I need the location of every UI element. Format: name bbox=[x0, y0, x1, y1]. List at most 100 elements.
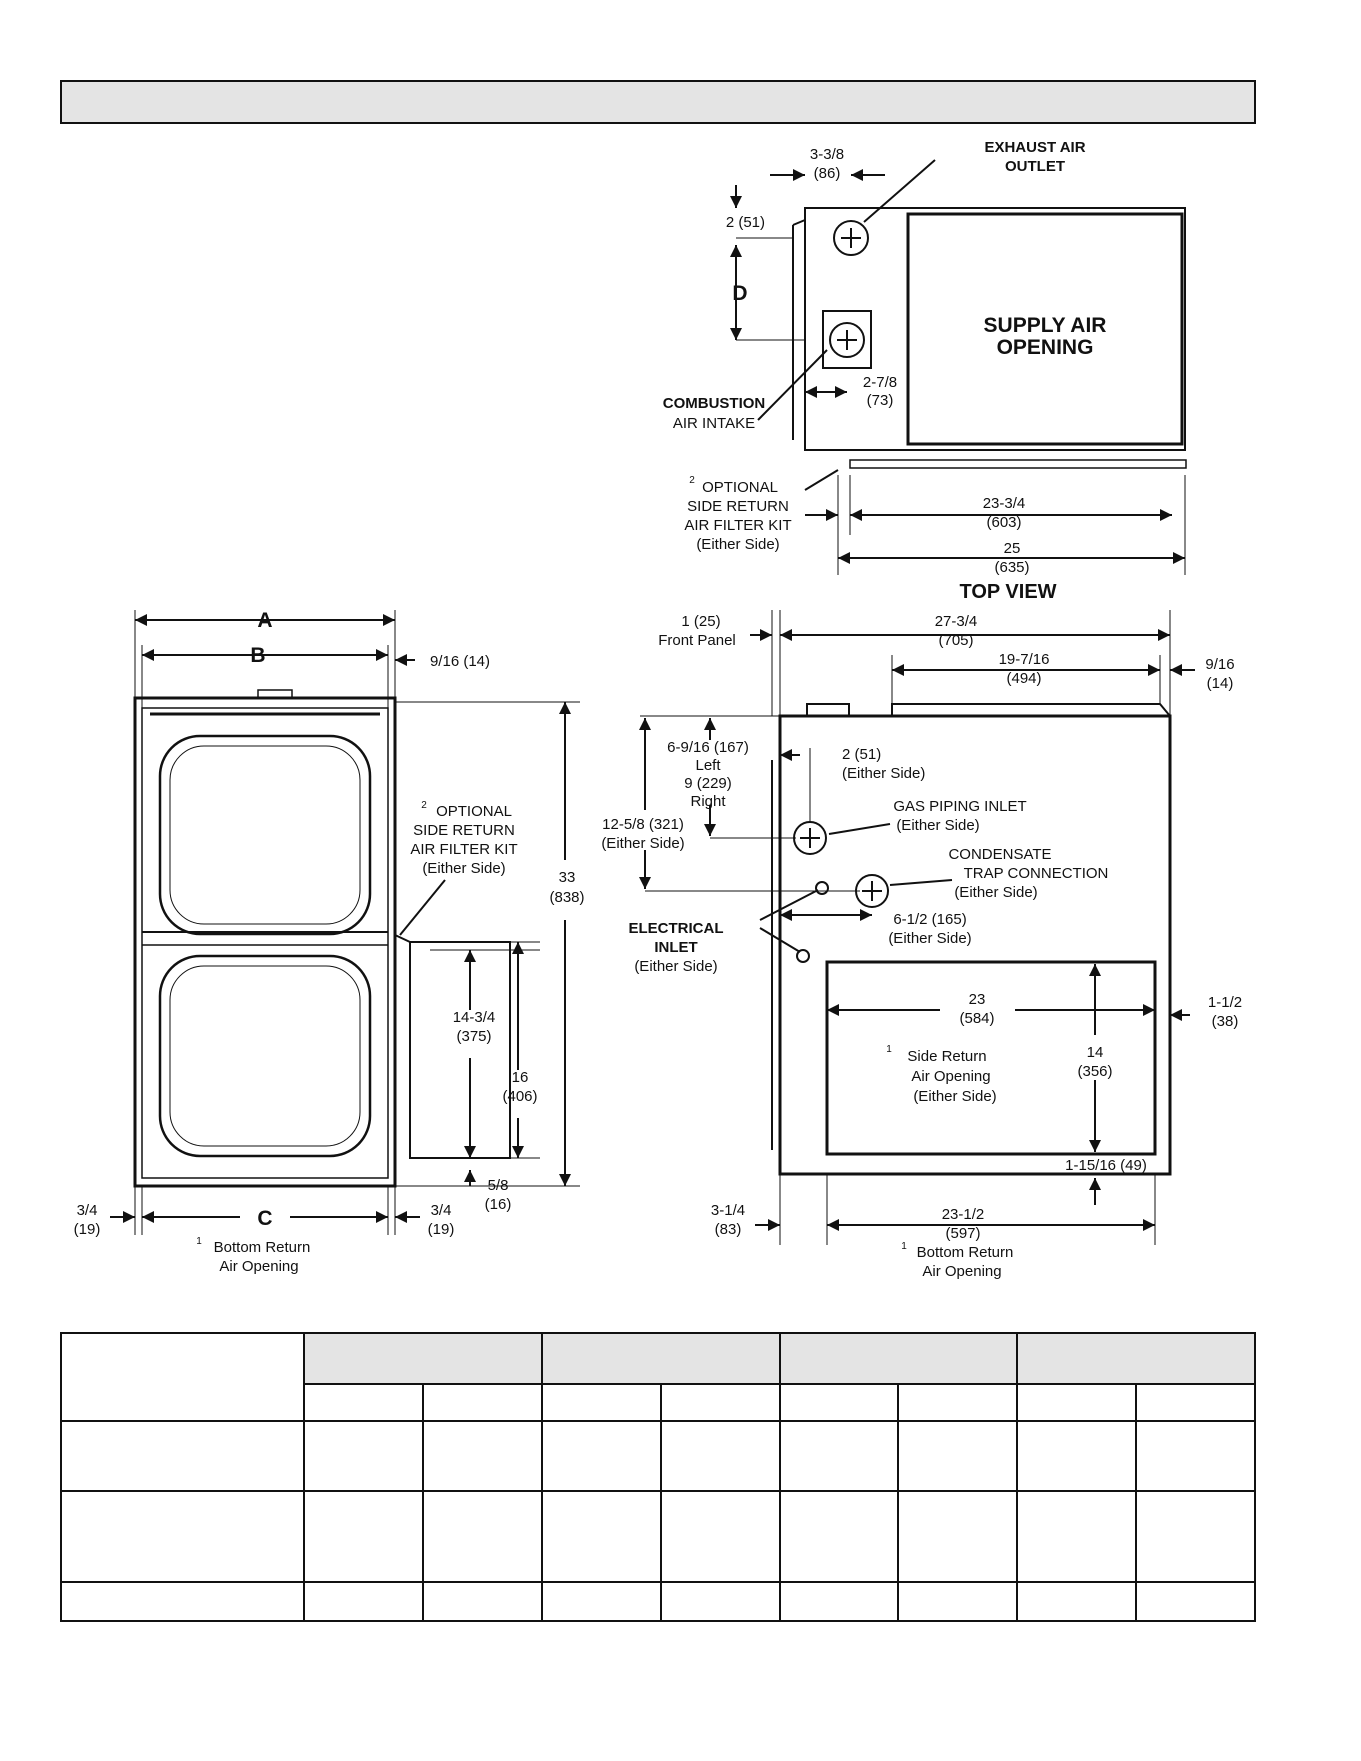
table-group-header bbox=[540, 1332, 781, 1385]
dim-1-1-2-mm: (38) bbox=[1212, 1013, 1239, 1030]
front-bottom-return-1: Bottom Return bbox=[214, 1239, 311, 1256]
condensate-label-3: (Either Side) bbox=[954, 884, 1037, 901]
dim-5-8-mm: (16) bbox=[485, 1196, 512, 1213]
dim-23: 23 bbox=[969, 991, 986, 1008]
top-view-filter-kit-outline bbox=[849, 459, 1187, 469]
dim-33: 33 bbox=[559, 869, 576, 886]
front-kit-label-4: (Either Side) bbox=[422, 860, 505, 877]
table-cell bbox=[1135, 1420, 1256, 1492]
dim-1-1-2: 1-1/2 bbox=[1208, 994, 1242, 1011]
table-cell bbox=[421, 1581, 543, 1622]
front-view-labels: A B 9/16 (14) 2 OPTIONAL SIDE RETURN AIR… bbox=[74, 609, 585, 1275]
dim-3-1-4-mm: (83) bbox=[715, 1221, 742, 1238]
front-view bbox=[110, 610, 580, 1235]
dim-25: 25 bbox=[1004, 540, 1021, 557]
table-cell bbox=[1135, 1490, 1256, 1583]
table-subheader-row bbox=[61, 1383, 1256, 1422]
dim-d: D bbox=[732, 282, 747, 305]
table-cell bbox=[1016, 1581, 1138, 1622]
table-corner-cell bbox=[60, 1332, 305, 1422]
front-kit-label-1: OPTIONAL bbox=[436, 803, 512, 820]
side-return-note: 1 bbox=[886, 1044, 892, 1055]
dim-23-mm: (584) bbox=[959, 1010, 994, 1027]
condensate-label-1: CONDENSATE bbox=[948, 846, 1051, 863]
dim-front-panel-label: Front Panel bbox=[658, 632, 736, 649]
dim-9-229: 9 (229) bbox=[684, 775, 732, 792]
dim-2-51: 2 (51) bbox=[726, 214, 765, 231]
table-cell bbox=[60, 1581, 305, 1622]
table-cell bbox=[60, 1420, 305, 1492]
dim-6-9-16-left: Left bbox=[695, 757, 721, 774]
table-subheader-cell bbox=[778, 1383, 900, 1422]
side-bottom-return-2: Air Opening bbox=[922, 1263, 1001, 1280]
dim-16-mm: (406) bbox=[502, 1088, 537, 1105]
front-cabinet-outline bbox=[133, 696, 397, 1188]
dim-3-4-left-mm: (19) bbox=[74, 1221, 101, 1238]
side-return-label-2: Air Opening bbox=[911, 1068, 990, 1085]
top-view-labels: EXHAUST AIR OUTLET 3-3/8 (86) 2 (51) D S… bbox=[663, 139, 1107, 603]
combustion-intake-plate bbox=[822, 310, 872, 369]
gas-piping-note: (Either Side) bbox=[896, 817, 979, 834]
table-cell bbox=[897, 1420, 1019, 1492]
dim-6-9-16: 6-9/16 (167) bbox=[667, 739, 749, 756]
table-row bbox=[60, 1490, 1256, 1583]
dim-3-1-4: 3-1/4 bbox=[711, 1202, 745, 1219]
side-return-filter-kit bbox=[409, 941, 511, 1159]
table-cell bbox=[1135, 1581, 1256, 1622]
dim-9-229-right: Right bbox=[690, 793, 726, 810]
side-view bbox=[639, 610, 1195, 1245]
front-kit-label-2: SIDE RETURN bbox=[413, 822, 515, 839]
dim-3-3-8-mm: (86) bbox=[814, 165, 841, 182]
dim-b: B bbox=[250, 644, 265, 667]
table-header-row bbox=[60, 1332, 1256, 1422]
table-cell bbox=[303, 1490, 424, 1583]
table-cell bbox=[778, 1581, 900, 1622]
dim-14-3-4-mm: (375) bbox=[456, 1028, 491, 1045]
table-group-header bbox=[1016, 1332, 1256, 1385]
dim-3-4-right: 3/4 bbox=[431, 1202, 452, 1219]
condensate-label-2: TRAP CONNECTION bbox=[964, 865, 1109, 882]
side-dim-9-16: 9/16 bbox=[1205, 656, 1234, 673]
supply-label-2: OPENING bbox=[997, 336, 1094, 359]
dim-3-4-right-mm: (19) bbox=[428, 1221, 455, 1238]
table-cell bbox=[421, 1420, 543, 1492]
top-kit-label-3: AIR FILTER KIT bbox=[684, 517, 791, 534]
dim-14-mm: (356) bbox=[1077, 1063, 1112, 1080]
table-cell bbox=[303, 1581, 424, 1622]
dim-12-5-8-note: (Either Side) bbox=[601, 835, 684, 852]
table-cell bbox=[897, 1581, 1019, 1622]
top-view bbox=[730, 159, 1187, 575]
dim-5-8: 5/8 bbox=[488, 1177, 509, 1194]
supply-air-opening bbox=[906, 212, 1184, 446]
lower-access-panel bbox=[158, 954, 372, 1158]
electrical-inlet-icon bbox=[815, 881, 829, 895]
dim-3-4-left: 3/4 bbox=[77, 1202, 98, 1219]
front-dim-9-16: 9/16 (14) bbox=[430, 653, 490, 670]
dim-23-3-4-mm: (603) bbox=[986, 514, 1021, 531]
dimensions-table bbox=[60, 1332, 1256, 1622]
table-cell bbox=[540, 1490, 662, 1583]
table-row bbox=[60, 1581, 1256, 1622]
table-cell bbox=[778, 1490, 900, 1583]
dim-3-3-8: 3-3/8 bbox=[810, 146, 844, 163]
table-row bbox=[60, 1420, 1256, 1492]
table-subheader-cell bbox=[303, 1383, 424, 1422]
side-cabinet-outline bbox=[778, 714, 1172, 1176]
front-kit-note: 2 bbox=[421, 800, 427, 811]
table-cell bbox=[540, 1581, 662, 1622]
side-dim-2-51-note: (Either Side) bbox=[842, 765, 925, 782]
side-bottom-return-note: 1 bbox=[901, 1241, 907, 1252]
dim-12-5-8: 12-5/8 (321) bbox=[602, 816, 684, 833]
electrical-label-2: INLET bbox=[654, 939, 697, 956]
dim-25-mm: (635) bbox=[994, 559, 1029, 576]
dim-1-15-16: 1-15/16 (49) bbox=[1065, 1157, 1147, 1174]
dim-33-mm: (838) bbox=[549, 889, 584, 906]
top-kit-label-2: SIDE RETURN bbox=[687, 498, 789, 515]
dim-27-3-4-mm: (705) bbox=[938, 632, 973, 649]
front-bottom-return-2: Air Opening bbox=[219, 1258, 298, 1275]
electrical-label-3: (Either Side) bbox=[634, 958, 717, 975]
upper-access-panel bbox=[158, 734, 372, 936]
table-cell bbox=[659, 1581, 781, 1622]
table-subheader-cell bbox=[659, 1383, 781, 1422]
